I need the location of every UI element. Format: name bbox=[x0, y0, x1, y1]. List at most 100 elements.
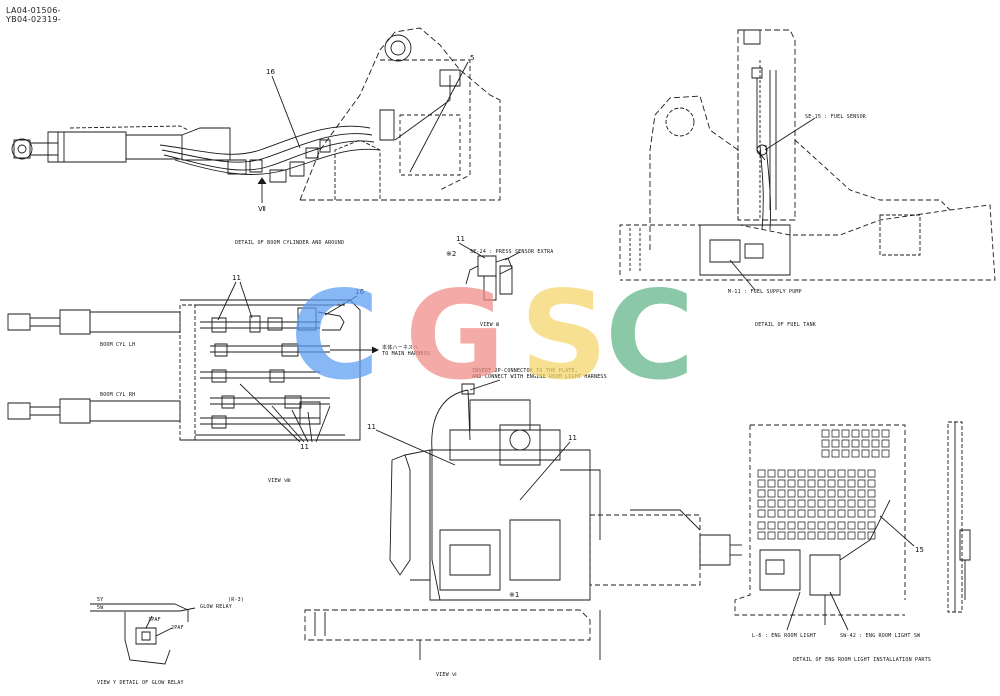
watermark-letter-s: S bbox=[520, 265, 608, 407]
mark-2: ※2 bbox=[446, 250, 457, 258]
grille-cell bbox=[858, 510, 865, 517]
fuel-tank-detail-drawing bbox=[620, 30, 995, 290]
view-vi-engine-drawing bbox=[305, 380, 742, 660]
grille-cell bbox=[758, 522, 765, 529]
grille-cell bbox=[798, 480, 805, 487]
grille-cell bbox=[788, 470, 795, 477]
grille-cell bbox=[852, 430, 859, 437]
grille-cell bbox=[828, 500, 835, 507]
grille-cell bbox=[798, 522, 805, 529]
wire-5y-label: 5Y bbox=[97, 597, 104, 603]
callout-16-top: 16 bbox=[266, 68, 275, 76]
grille-cell bbox=[842, 450, 849, 457]
grille-cell bbox=[768, 490, 775, 497]
view-iii-press-sensor-drawing bbox=[459, 243, 520, 300]
grille-cell bbox=[872, 450, 879, 457]
main-harness-jp-label: 本体ハーネスへ bbox=[382, 345, 419, 351]
grille-cell bbox=[848, 510, 855, 517]
insert-connector-note-2: AND CONNECT WITH ENGINE ROOM LIGHT HARNE… bbox=[472, 374, 607, 380]
fuel-pump-label: M-11 : FUEL SUPPLY PUMP bbox=[728, 289, 802, 295]
grille-cell bbox=[822, 450, 829, 457]
grille-cell bbox=[838, 522, 845, 529]
grille-cell bbox=[862, 450, 869, 457]
grille-cell bbox=[788, 510, 795, 517]
grille-cell bbox=[798, 470, 805, 477]
grille-cell bbox=[818, 470, 825, 477]
view-viii-title: VIEW Ⅷ bbox=[268, 478, 291, 484]
grille-cell bbox=[758, 510, 765, 517]
callout-11-view-viii-top: 11 bbox=[232, 274, 241, 282]
grille-cell bbox=[882, 430, 889, 437]
grille-cell bbox=[768, 532, 775, 539]
grille-cell bbox=[758, 500, 765, 507]
main-harness-label: TO MAIN HARNESS bbox=[382, 351, 431, 357]
grille-cell bbox=[828, 522, 835, 529]
grille-cell bbox=[872, 440, 879, 447]
eng-room-light-detail-title: DETAIL OF ENG ROOM LIGHT INSTALLATION PA… bbox=[793, 657, 932, 663]
doc-id-primary: LA04-01506- bbox=[6, 6, 61, 15]
grille-cell bbox=[838, 500, 845, 507]
eng-room-light-detail-drawing bbox=[735, 422, 970, 630]
grille-cell bbox=[838, 490, 845, 497]
grille-cell bbox=[838, 532, 845, 539]
view-iii-title: VIEW Ⅲ bbox=[480, 322, 500, 328]
grille-cell bbox=[758, 490, 765, 497]
callout-11-engine-right: 11 bbox=[568, 434, 577, 442]
mark-1: ※1 bbox=[509, 591, 520, 599]
glow-relay-code: (R-3) bbox=[228, 597, 245, 603]
fuel-tank-detail-title: DETAIL OF FUEL TANK bbox=[755, 322, 816, 328]
grille-cell bbox=[862, 430, 869, 437]
grille-cell bbox=[822, 430, 829, 437]
grille-cell bbox=[798, 532, 805, 539]
glow-relay-detail-drawing bbox=[90, 604, 195, 664]
grille-cell bbox=[818, 532, 825, 539]
glow-relay-detail-title: VIEW Y DETAIL OF GLOW RELAY bbox=[97, 680, 184, 686]
grille-cell bbox=[868, 532, 875, 539]
grille-cell bbox=[788, 500, 795, 507]
grille-cell bbox=[808, 500, 815, 507]
grille-cell bbox=[828, 470, 835, 477]
boom-cyl-rh-label: BOOM CYL RH bbox=[100, 392, 136, 398]
grille-cell bbox=[788, 490, 795, 497]
grille-cell bbox=[868, 480, 875, 487]
grille-cell bbox=[832, 440, 839, 447]
watermark-letter-c1: C bbox=[290, 265, 380, 407]
grille-cell bbox=[808, 480, 815, 487]
grille-cell bbox=[842, 430, 849, 437]
boom-cylinder-detail-title: DETAIL OF BOOM CYLINDER AND AROUND bbox=[235, 240, 345, 246]
grille-cell bbox=[798, 500, 805, 507]
grille-cell bbox=[852, 440, 859, 447]
terminal-1paf: 1PAF bbox=[148, 617, 161, 623]
grille-cell bbox=[758, 480, 765, 487]
grille-cell bbox=[828, 532, 835, 539]
view-arrow-label: Ⅶ bbox=[258, 205, 266, 213]
grille-cell bbox=[862, 440, 869, 447]
grille-cell bbox=[838, 470, 845, 477]
grille-cell bbox=[758, 532, 765, 539]
grille-cell bbox=[758, 470, 765, 477]
grille-cell bbox=[788, 480, 795, 487]
grille-cell bbox=[848, 532, 855, 539]
grille-cell bbox=[868, 500, 875, 507]
callout-11-engine-left: 11 bbox=[367, 423, 376, 431]
grille-cell bbox=[828, 510, 835, 517]
grille-cell bbox=[852, 450, 859, 457]
grille-cell bbox=[848, 470, 855, 477]
grille-cell bbox=[868, 522, 875, 529]
callout-11-view-iii: 11 bbox=[456, 235, 465, 243]
grille-cell bbox=[848, 522, 855, 529]
grille-cell bbox=[838, 510, 845, 517]
grille-cell bbox=[798, 490, 805, 497]
grille-cell bbox=[788, 522, 795, 529]
terminal-2paf: 2PAF bbox=[171, 625, 184, 631]
grille-cell bbox=[838, 480, 845, 487]
grille-cell bbox=[778, 510, 785, 517]
view-vi-title: VIEW Ⅵ bbox=[436, 672, 457, 678]
grille-cell bbox=[828, 490, 835, 497]
callout-16-view-viii: 16 bbox=[355, 288, 364, 296]
watermark-letter-g: G bbox=[405, 265, 506, 407]
grille-cell bbox=[868, 470, 875, 477]
grille-cell bbox=[872, 430, 879, 437]
grille-cell bbox=[858, 500, 865, 507]
